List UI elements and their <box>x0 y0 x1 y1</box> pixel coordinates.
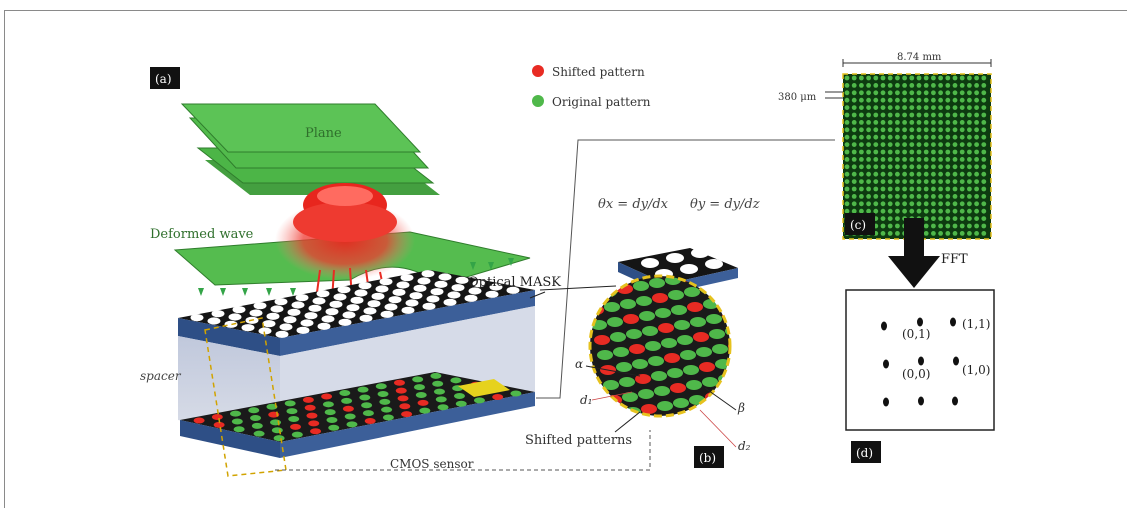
legend: Shifted pattern Original pattern <box>532 65 651 109</box>
plane-stack: Plane <box>180 103 440 195</box>
panel-c-tag: (c) <box>845 213 875 235</box>
legend-shifted-marker <box>532 65 544 77</box>
frame-top-rule <box>4 10 1127 11</box>
legend-original-marker <box>532 95 544 107</box>
optical-mask: Optical MASK <box>178 270 561 356</box>
alpha-label: α <box>575 357 583 371</box>
svg-text:(c): (c) <box>850 218 866 232</box>
inset-mini-mask <box>618 248 738 294</box>
panel-d-tag: (d) <box>851 441 881 463</box>
fft-order-0-1: (0,1) <box>902 327 930 341</box>
grid-pitch-label: 380 μm <box>778 92 817 103</box>
d1-label: d₁ <box>580 393 593 407</box>
plane-label: Plane <box>305 126 342 141</box>
equation-theta-y: θy = dy/dz <box>690 197 760 212</box>
legend-original-label: Original pattern <box>552 95 651 109</box>
svg-text:(a): (a) <box>155 72 172 86</box>
d2-label: d₂ <box>738 439 751 453</box>
panel-b-equations: θx = dy/dx θy = dy/dz <box>598 197 760 212</box>
cmos-sensor-label: CMOS sensor <box>390 457 474 471</box>
panel-c-grid: 8.74 mm 380 μm <box>778 52 992 240</box>
fft-order-0-0: (0,0) <box>902 367 930 381</box>
frame-left-rule <box>4 10 5 508</box>
sensor-yellow-pad <box>458 379 510 397</box>
fft-arrow: FFT <box>888 218 968 288</box>
svg-text:(d): (d) <box>856 446 873 460</box>
spacer-label: spacer <box>140 369 182 383</box>
svg-text:(b): (b) <box>699 451 716 465</box>
panel-d-fft: (0,1) (1,1) (0,0) (1,0) <box>845 289 995 431</box>
fft-order-1-0: (1,0) <box>962 363 990 377</box>
legend-shifted-label: Shifted pattern <box>552 65 645 79</box>
panel-b-tag: (b) <box>694 446 724 468</box>
beta-label: β <box>737 401 745 415</box>
panel-a-tag: (a) <box>150 67 180 89</box>
cmos-sensor: CMOS sensor <box>180 139 835 477</box>
shifted-patterns-label: Shifted patterns <box>525 433 632 448</box>
grid-width-label: 8.74 mm <box>897 52 942 63</box>
fft-label: FFT <box>941 252 968 267</box>
equation-theta-x: θx = dy/dx <box>598 197 669 212</box>
optical-mask-label: Optical MASK <box>468 275 561 290</box>
mask-holes <box>190 270 520 338</box>
fft-order-1-1: (1,1) <box>962 317 990 331</box>
deformed-wave-label: Deformed wave <box>150 227 254 242</box>
